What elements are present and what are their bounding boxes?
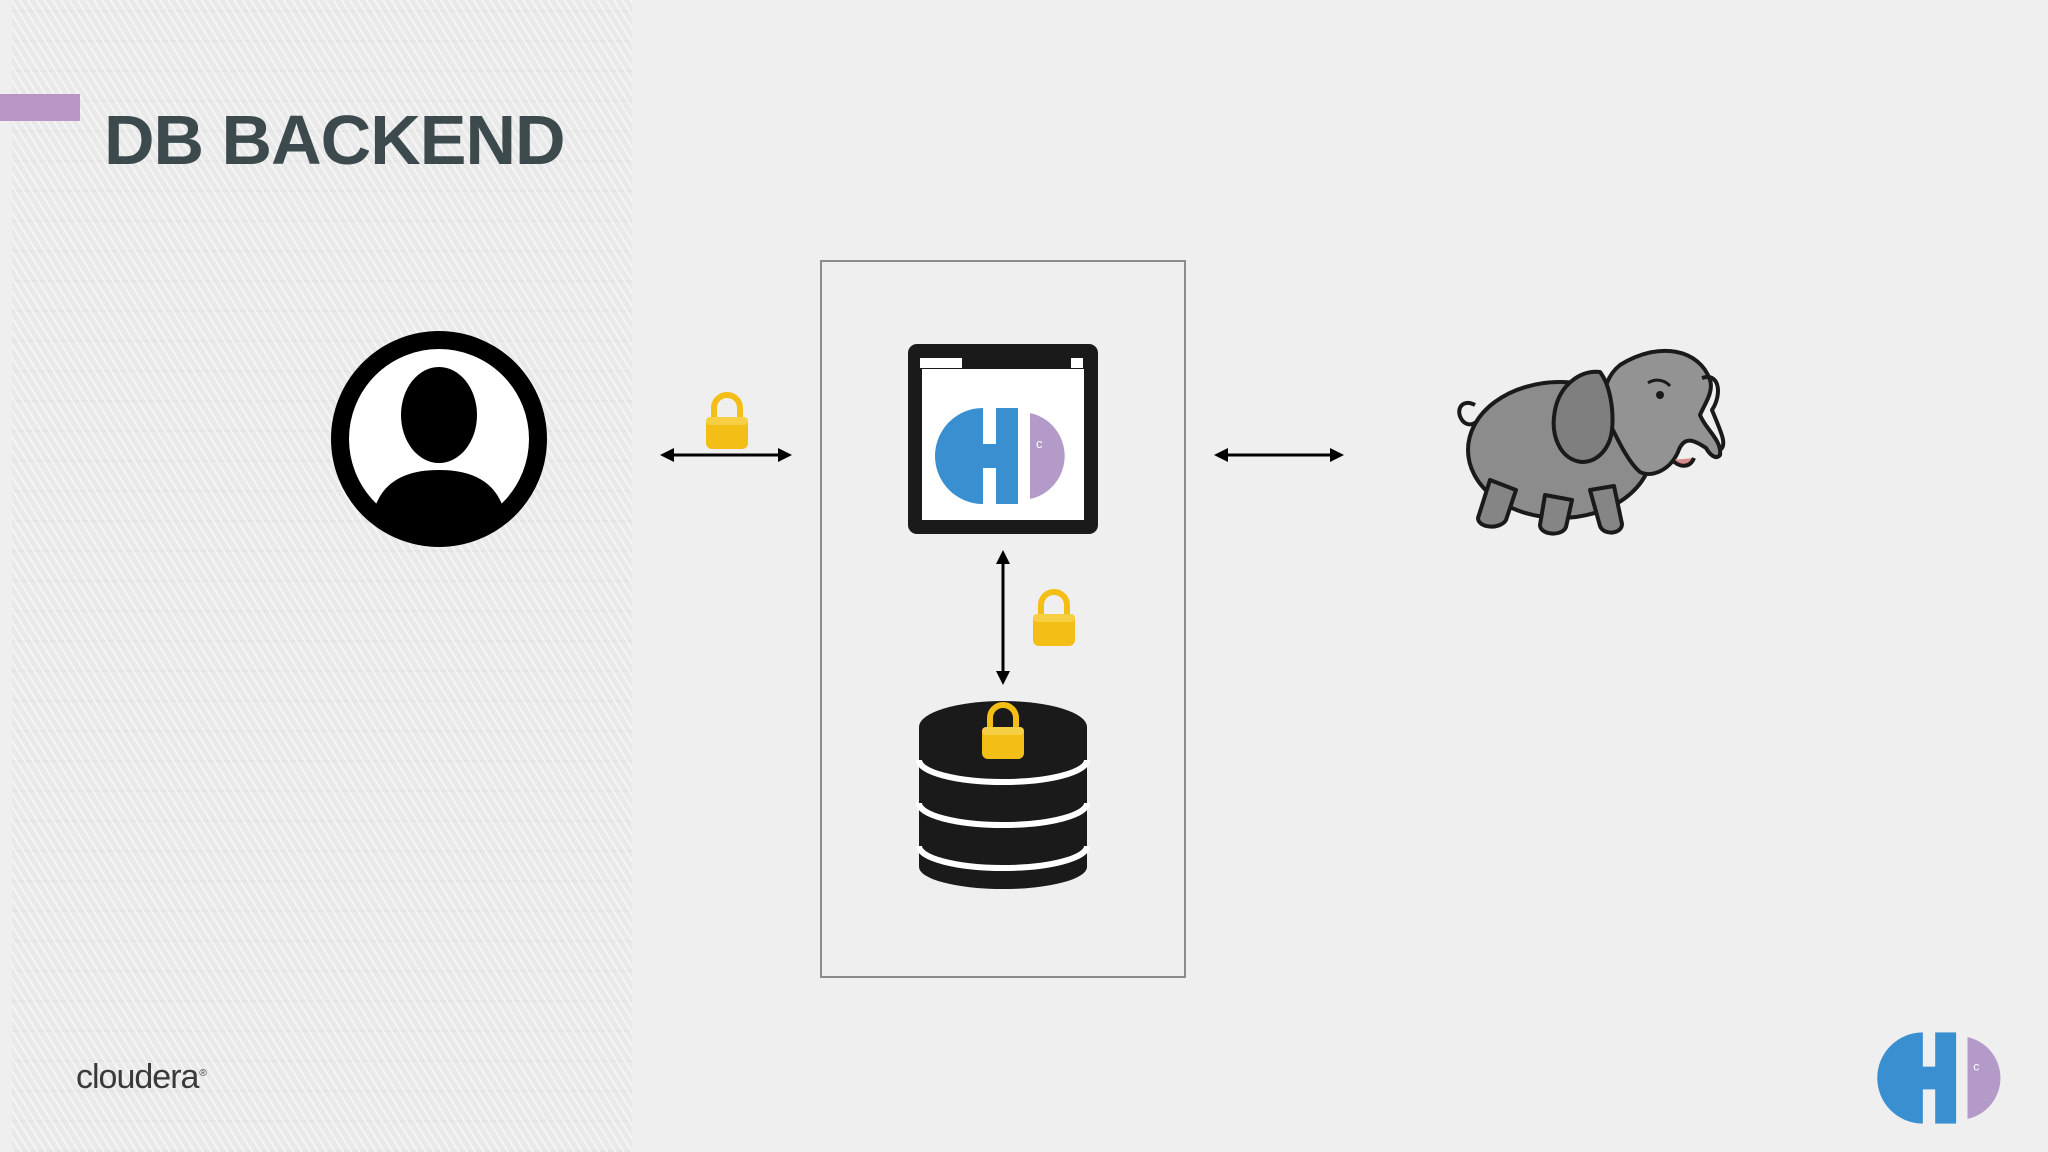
- cloudera-logo: cloudera®: [76, 1058, 207, 1096]
- server-container: [820, 260, 1186, 978]
- user-hue-connection-arrow: [660, 448, 792, 462]
- database-icon: [916, 701, 1090, 889]
- hue-hadoop-connection-arrow: [1214, 448, 1344, 462]
- lock-icon: [706, 395, 748, 449]
- hadoop-elephant-icon: [1457, 348, 1726, 536]
- left-panel: [12, 0, 632, 1152]
- hue-browser-window-icon: [908, 344, 1098, 534]
- cloudera-logo-text: cloudera: [76, 1058, 199, 1096]
- hue-logo: [1877, 1032, 2001, 1124]
- accent-bar: [0, 94, 80, 121]
- hue-database-connection-arrow: [996, 550, 1010, 685]
- user-avatar-icon: [331, 331, 547, 547]
- lock-icon: [1033, 592, 1075, 646]
- slide-title: DB BACKEND: [104, 101, 566, 179]
